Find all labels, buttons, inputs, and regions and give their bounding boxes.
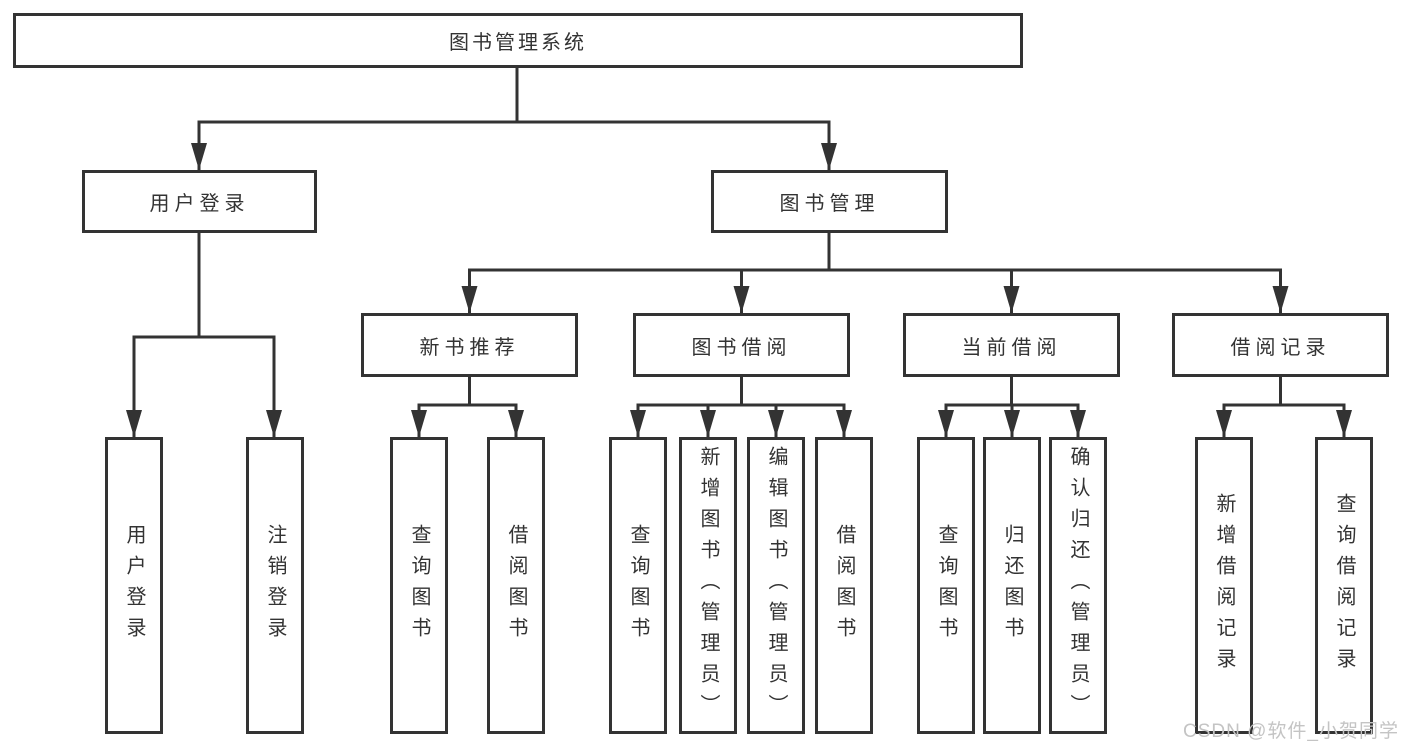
node-label: 查询图书 — [408, 523, 430, 648]
leaf-query-books: 查询图书 — [917, 437, 975, 734]
node-label: 新增图书（管理员） — [697, 446, 719, 725]
node-label: 图书借阅 — [691, 336, 792, 359]
node-label: 新书推荐 — [419, 336, 520, 359]
node-label: 借阅图书 — [833, 523, 855, 648]
csdn-watermark: CSDN @软件_小贺同学 — [1183, 721, 1399, 742]
leaf-query-books: 查询图书 — [609, 437, 667, 734]
node-current-borrowing: 当前借阅 — [903, 313, 1120, 377]
node-label: 当前借阅 — [961, 336, 1062, 359]
node-label: 注销登录 — [264, 523, 286, 648]
node-new-book-recommend: 新书推荐 — [361, 313, 578, 377]
leaf-logout: 注销登录 — [246, 437, 304, 734]
leaf-add-borrow-record: 新增借阅记录 — [1195, 437, 1253, 734]
node-label: 用户登录 — [123, 523, 145, 648]
node-label: 编辑图书（管理员） — [765, 446, 787, 725]
node-book-borrowing: 图书借阅 — [633, 313, 850, 377]
node-label: 借阅图书 — [505, 523, 527, 648]
node-book-management-branch: 图书管理 — [711, 170, 948, 233]
node-label: 归还图书 — [1001, 523, 1023, 648]
node-label: 查询图书 — [627, 523, 649, 648]
node-label: 图书管理 — [779, 193, 880, 215]
leaf-borrow-books: 借阅图书 — [487, 437, 545, 734]
leaf-add-books-admin: 新增图书（管理员） — [679, 437, 737, 734]
leaf-query-books: 查询图书 — [390, 437, 448, 734]
leaf-borrow-books: 借阅图书 — [815, 437, 873, 734]
node-label: 借阅记录 — [1230, 336, 1331, 359]
node-borrowing-records: 借阅记录 — [1172, 313, 1389, 377]
leaf-return-books: 归还图书 — [983, 437, 1041, 734]
leaf-confirm-return-admin: 确认归还（管理员） — [1049, 437, 1107, 734]
leaf-query-borrow-record: 查询借阅记录 — [1315, 437, 1373, 734]
leaf-edit-books-admin: 编辑图书（管理员） — [747, 437, 805, 734]
node-library-management-system: 图书管理系统 — [13, 13, 1023, 68]
node-label: 图书管理系统 — [449, 32, 587, 54]
node-label: 用户登录 — [149, 193, 250, 215]
node-label: 查询图书 — [935, 523, 957, 648]
node-user-login-branch: 用户登录 — [82, 170, 317, 233]
node-label: 确认归还（管理员） — [1067, 446, 1089, 725]
node-label: 新增借阅记录 — [1213, 492, 1235, 679]
leaf-user-login: 用户登录 — [105, 437, 163, 734]
node-label: 查询借阅记录 — [1333, 492, 1355, 679]
